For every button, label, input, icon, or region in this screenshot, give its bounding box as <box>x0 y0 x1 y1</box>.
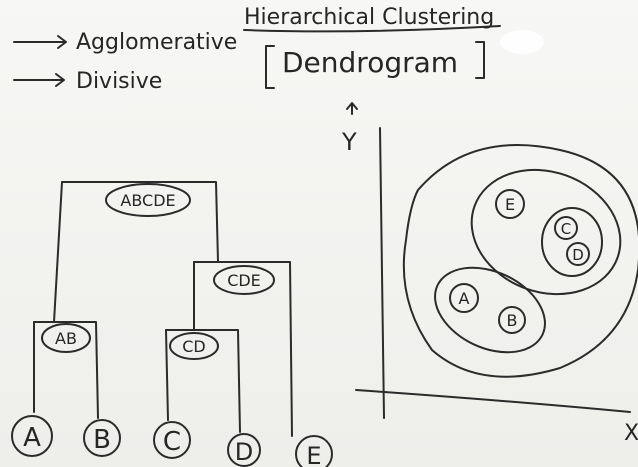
leaf-label-d: D <box>235 438 253 466</box>
point-label-d: D <box>572 246 584 264</box>
cluster-cd <box>541 207 603 277</box>
merge-oval-ab <box>41 323 91 353</box>
merge-label-abcde: ABCDE <box>120 191 175 210</box>
merge-label-cde: CDE <box>227 271 261 290</box>
leaf-label-c: C <box>163 427 181 457</box>
method-agglomerative: Agglomerative <box>76 30 237 55</box>
subtitle-text: Dendrogram <box>282 46 458 79</box>
cluster-outer <box>402 144 638 378</box>
cluster-ab <box>434 266 546 354</box>
leaf-circle-d <box>227 433 261 467</box>
dendro-link-cd <box>165 329 241 433</box>
point-label-b: B <box>507 311 518 330</box>
leaf-label-b: B <box>93 425 111 455</box>
merge-label-cd: CD <box>182 337 206 356</box>
leaf-label-a: A <box>23 423 41 453</box>
y-axis-label: Y <box>341 128 357 156</box>
point-circle-c <box>554 216 578 240</box>
leaf-circle-b <box>83 419 121 457</box>
light-glare <box>500 30 544 54</box>
dendro-link-ab <box>33 321 99 419</box>
dendro-link-cd-left <box>165 329 169 421</box>
cluster-plot: Y X E C D A B <box>341 102 638 446</box>
arrow-icon <box>13 73 65 87</box>
point-label-a: A <box>459 289 470 308</box>
dendro-link-abcde <box>61 181 219 263</box>
point-label-c: C <box>561 220 571 238</box>
dendro-link-abcde-left <box>53 181 63 323</box>
y-axis-arrow-icon <box>346 102 358 115</box>
y-axis <box>379 127 385 419</box>
point-circle-d <box>566 242 590 266</box>
leaf-label-e: E <box>306 442 321 467</box>
title-text: Hierarchical Clustering <box>244 5 494 30</box>
method-divisive: Divisive <box>76 69 162 94</box>
point-label-e: E <box>505 195 515 214</box>
point-circle-e <box>495 189 525 219</box>
arrow-icon <box>13 35 67 49</box>
dendro-link-cde <box>193 261 293 437</box>
merge-label-ab: AB <box>55 329 77 348</box>
point-circle-b <box>498 306 526 334</box>
merge-oval-abcde <box>105 183 191 217</box>
right-bracket <box>475 41 485 79</box>
leaf-circle-c <box>153 421 191 459</box>
leaf-circle-e <box>295 435 333 467</box>
left-bracket <box>265 45 275 89</box>
x-axis-label: X <box>624 421 638 446</box>
title-underline <box>243 25 501 33</box>
dendrogram: ABCDE CDE AB CD A B C D E <box>11 181 333 467</box>
point-circle-a <box>449 283 479 313</box>
leaf-circle-a <box>11 415 53 457</box>
merge-oval-cd <box>169 332 219 360</box>
x-axis <box>355 389 631 413</box>
merge-oval-cde <box>213 265 275 295</box>
